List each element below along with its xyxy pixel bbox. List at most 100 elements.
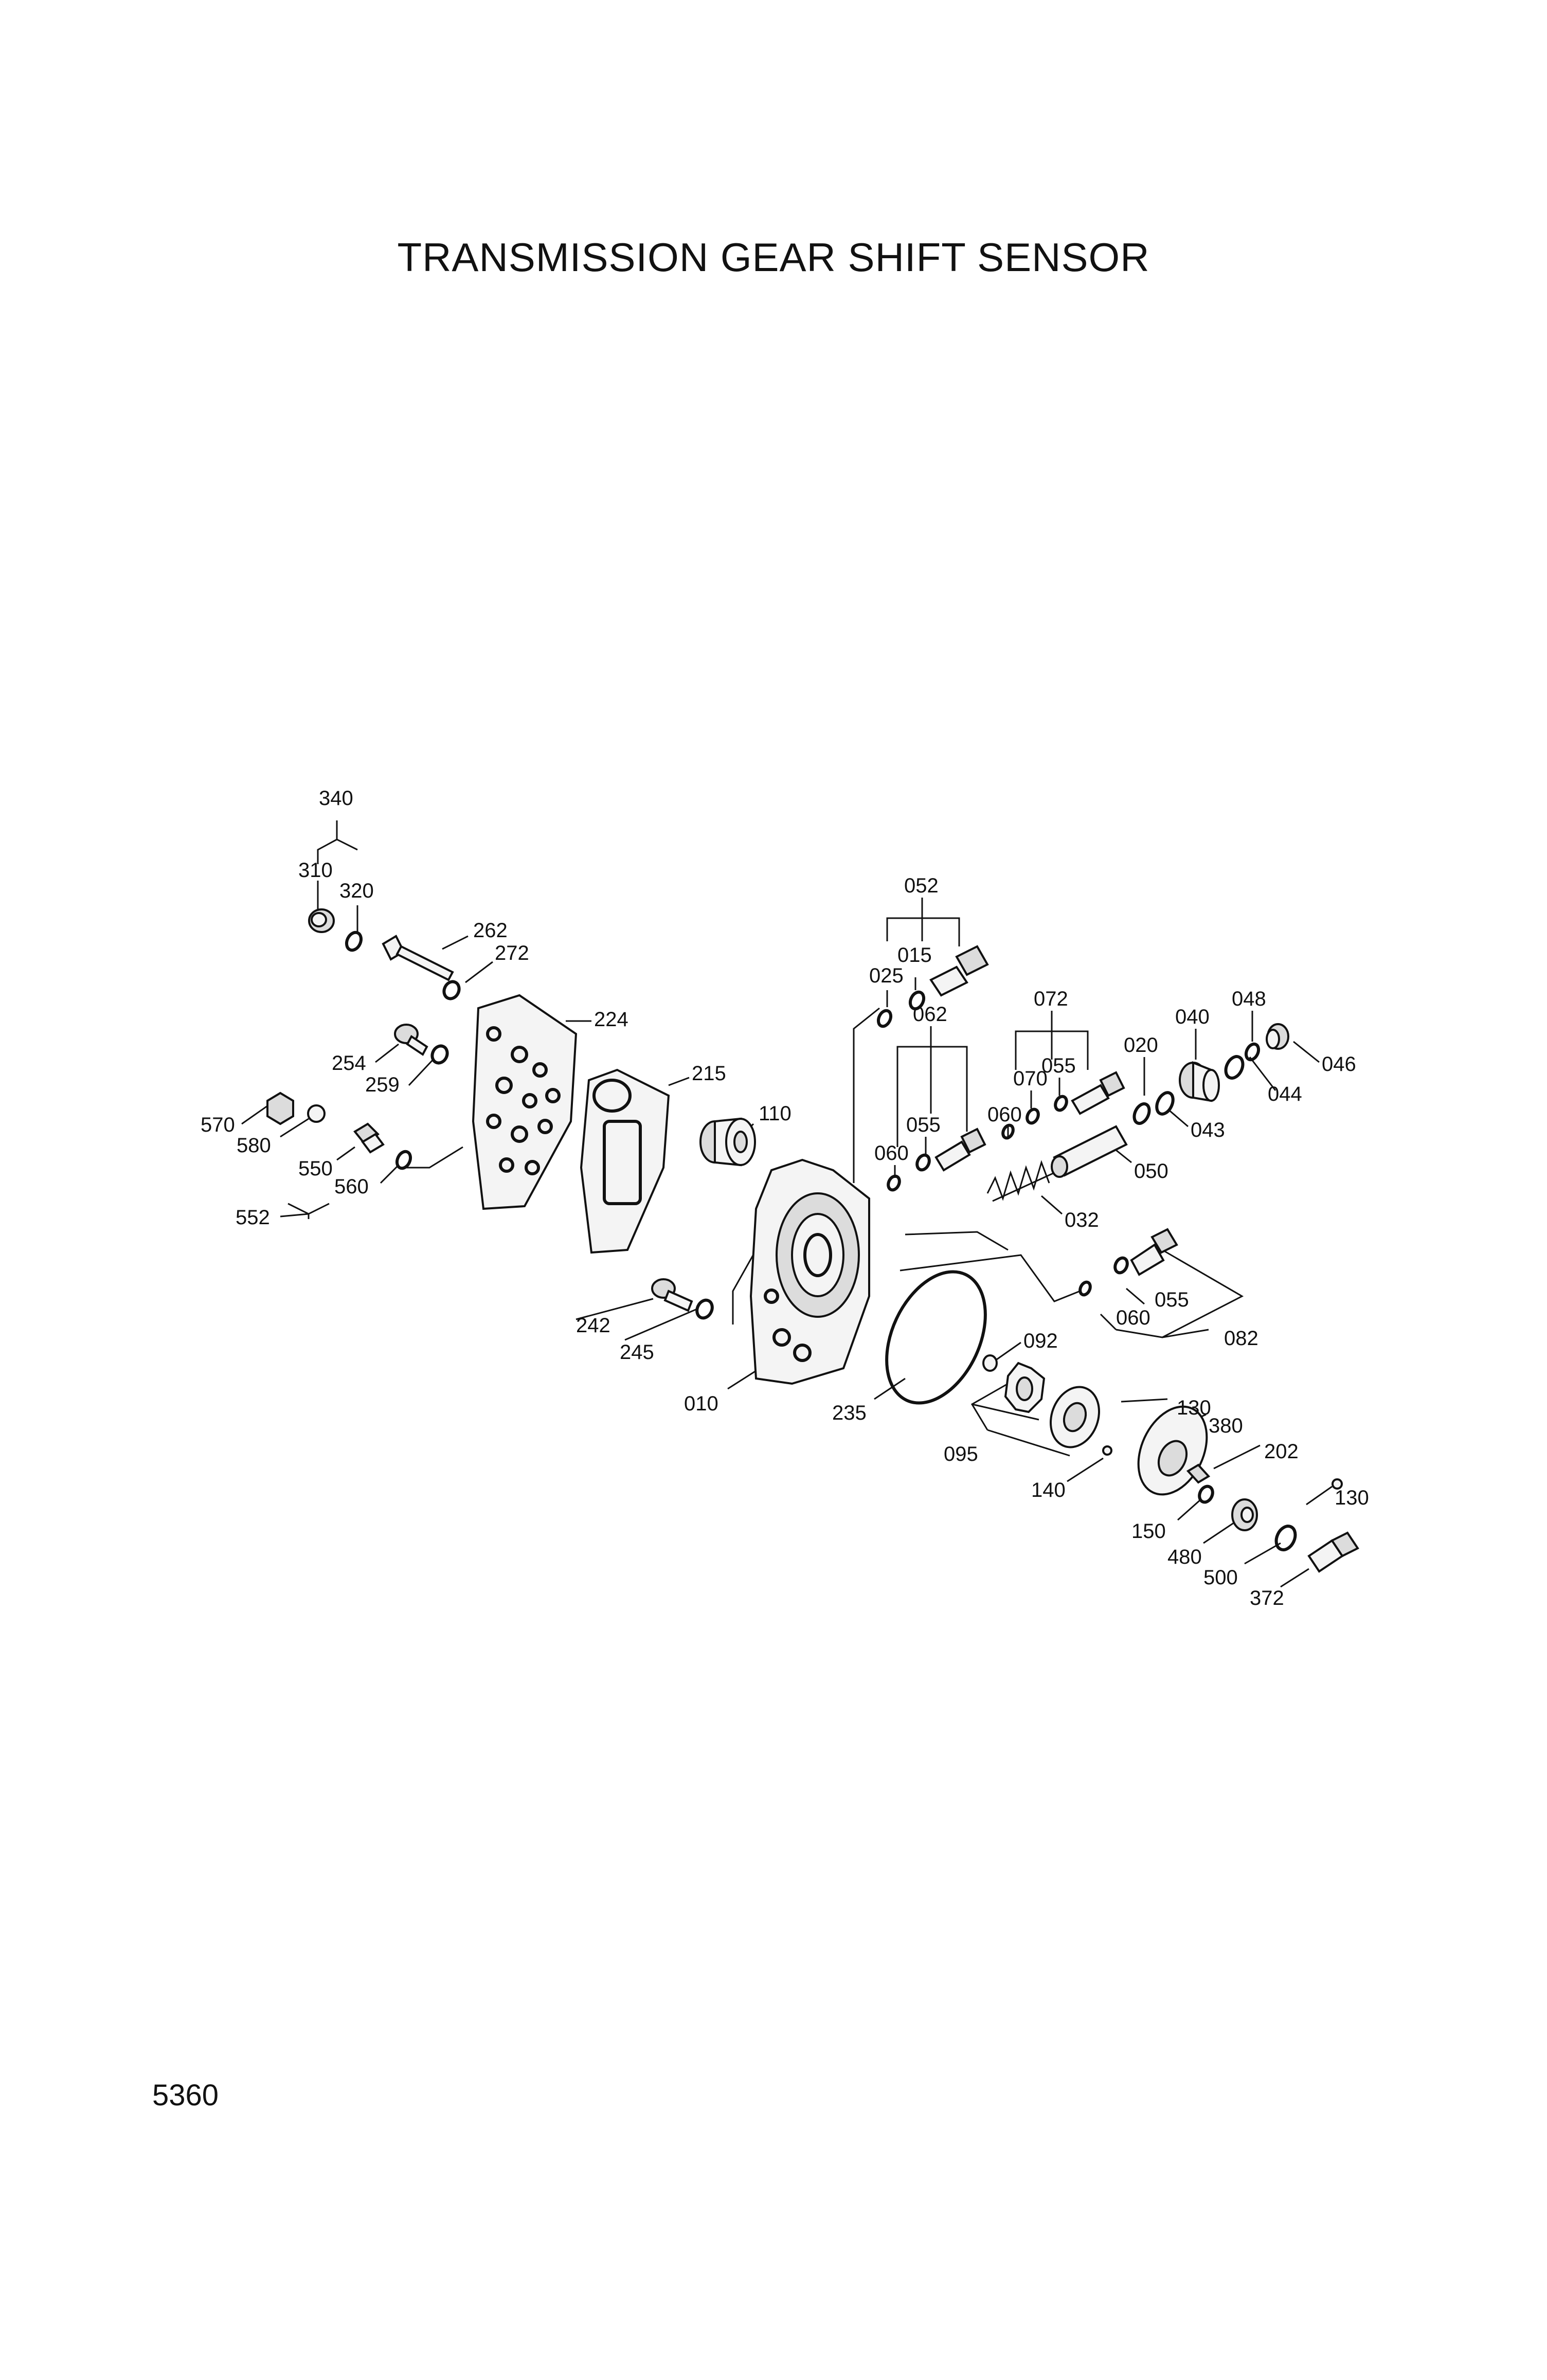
label-095: 095 (944, 1443, 978, 1465)
label-015: 015 (897, 944, 932, 967)
label-130-a: 130 (1177, 1397, 1211, 1419)
label-372: 372 (1250, 1587, 1284, 1609)
part-215-gasket (580, 1068, 670, 1254)
part-259-washer (430, 1044, 449, 1065)
part-072-valve (1071, 1071, 1125, 1115)
part-052-plug (929, 945, 989, 997)
diagram-title: TRANSMISSION GEAR SHIFT SENSOR (397, 235, 1150, 280)
part-202-screw (1186, 1463, 1211, 1484)
part-372-sensor (1307, 1531, 1359, 1573)
part-130-ball (1332, 1478, 1343, 1490)
label-043: 043 (1191, 1119, 1225, 1141)
label-082: 082 (1224, 1327, 1258, 1350)
label-055-c: 055 (1155, 1289, 1189, 1311)
part-055-o-ring-b (915, 1153, 931, 1172)
part-048-o-ring (1244, 1042, 1261, 1062)
label-242: 242 (576, 1314, 610, 1337)
part-044-o-ring (1224, 1055, 1245, 1080)
label-010: 010 (684, 1392, 718, 1415)
part-110-bushing (699, 1117, 756, 1167)
label-046: 046 (1322, 1053, 1356, 1076)
label-320: 320 (339, 880, 374, 902)
part-224-cover-plate (472, 994, 578, 1210)
label-130-b: 130 (1335, 1487, 1369, 1509)
part-580-ball (307, 1104, 326, 1123)
part-095-gear-set (1004, 1362, 1101, 1448)
label-140: 140 (1031, 1479, 1066, 1501)
label-215: 215 (692, 1062, 726, 1085)
label-500: 500 (1203, 1566, 1238, 1589)
part-015-o-ring (908, 990, 926, 1011)
part-010-housing (749, 1158, 870, 1385)
label-245: 245 (620, 1341, 654, 1364)
part-092-pin (982, 1354, 998, 1372)
label-380: 380 (1209, 1415, 1243, 1437)
label-048: 048 (1232, 988, 1266, 1010)
label-259: 259 (365, 1073, 400, 1096)
part-245-washer (695, 1298, 714, 1320)
leader-lines (241, 820, 1333, 1588)
part-235-o-ring (885, 1270, 987, 1405)
label-092: 092 (1023, 1330, 1058, 1352)
part-055-o-ring-a (1054, 1095, 1068, 1112)
part-480-bearing (1231, 1498, 1258, 1531)
part-043-o-ring (1155, 1091, 1175, 1116)
label-060-c: 060 (1116, 1307, 1150, 1329)
part-320-o-ring (345, 930, 363, 952)
label-224: 224 (594, 1008, 628, 1031)
part-254-bolt (394, 1024, 428, 1056)
part-242-bolt (651, 1278, 693, 1312)
label-020: 020 (1124, 1034, 1158, 1057)
part-055-o-ring-c (1113, 1256, 1129, 1275)
label-062: 062 (913, 1003, 947, 1026)
parts (266, 908, 1359, 1573)
part-060-o-ring-a (1001, 1123, 1015, 1140)
part-262-bolt (382, 935, 454, 981)
part-025-o-ring (876, 1009, 893, 1028)
label-480: 480 (1167, 1546, 1202, 1568)
label-202: 202 (1264, 1440, 1299, 1463)
part-140-ball (1102, 1445, 1112, 1456)
part-570-nut (266, 1091, 294, 1125)
label-044: 044 (1268, 1083, 1302, 1105)
part-020-o-ring (1132, 1102, 1151, 1125)
label-052: 052 (904, 874, 939, 897)
part-560-o-ring (395, 1150, 412, 1170)
part-labels: 340 310 320 052 015 025 262 272 224 072 … (201, 787, 1369, 1609)
part-272-washer (442, 980, 461, 1000)
label-254: 254 (332, 1052, 366, 1075)
label-070: 070 (1013, 1067, 1048, 1090)
part-500-snap-ring (1274, 1525, 1297, 1551)
label-055-a: 055 (1041, 1054, 1076, 1077)
label-262: 262 (473, 919, 508, 942)
label-040: 040 (1175, 1006, 1210, 1028)
part-032-spring (986, 1160, 1055, 1202)
page-number: 5360 (152, 2079, 219, 2112)
label-340: 340 (319, 787, 353, 810)
label-235: 235 (832, 1402, 867, 1424)
label-552: 552 (236, 1206, 270, 1229)
label-580: 580 (237, 1134, 271, 1157)
part-310-plug (308, 908, 335, 933)
label-550: 550 (298, 1157, 333, 1180)
label-060-a: 060 (987, 1103, 1022, 1126)
label-560: 560 (334, 1175, 369, 1198)
label-272: 272 (495, 942, 529, 964)
label-050: 050 (1134, 1160, 1168, 1183)
label-310: 310 (298, 859, 333, 882)
part-550-plug (353, 1122, 385, 1154)
label-032: 032 (1065, 1209, 1099, 1231)
part-062-valve (934, 1128, 986, 1172)
part-050-spool (1051, 1125, 1128, 1178)
label-150: 150 (1131, 1520, 1166, 1543)
part-082-valve (1130, 1228, 1178, 1276)
part-150-o-ring (1198, 1484, 1214, 1504)
label-060-b: 060 (874, 1142, 909, 1165)
label-110: 110 (759, 1102, 792, 1125)
part-070-o-ring (1026, 1107, 1040, 1125)
part-046-plug (1266, 1023, 1289, 1050)
label-055-b: 055 (906, 1114, 941, 1136)
part-060-o-ring-b (887, 1174, 901, 1192)
label-072: 072 (1034, 988, 1068, 1010)
